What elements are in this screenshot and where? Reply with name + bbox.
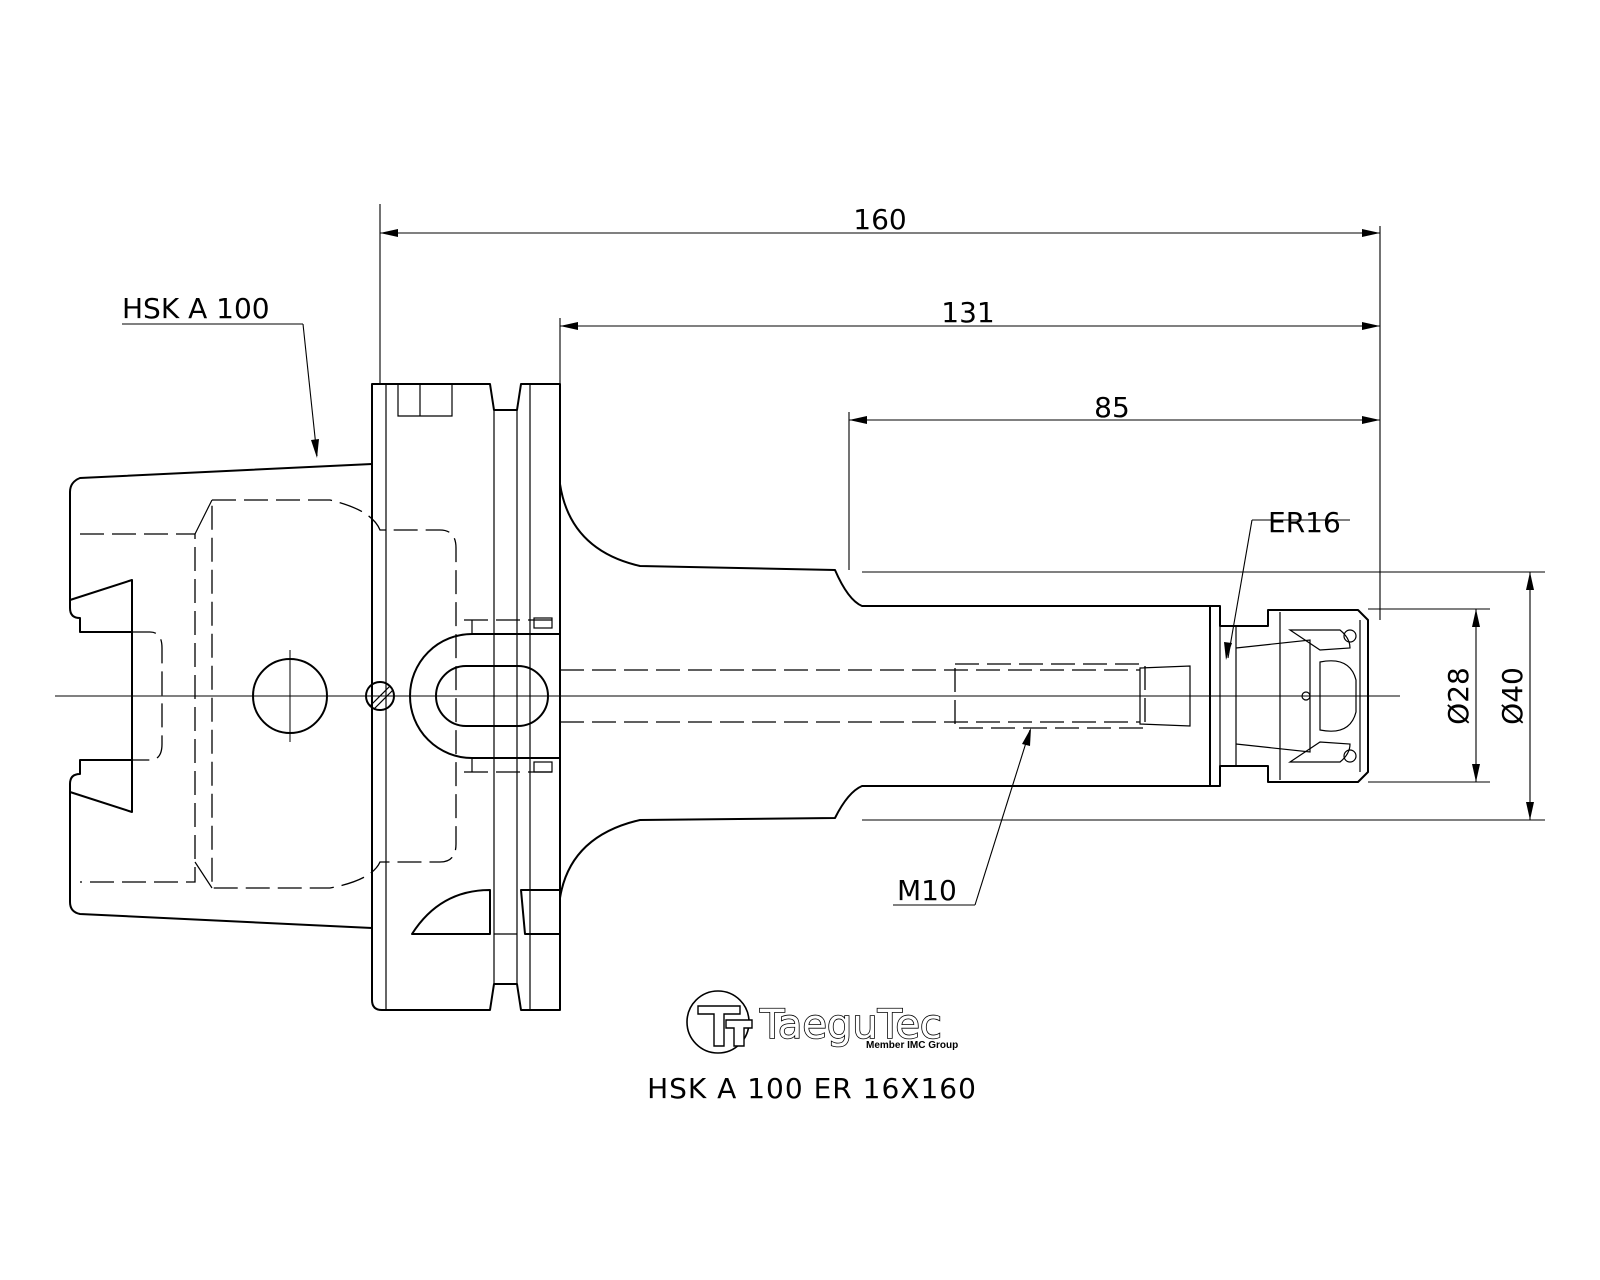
taegutec-emblem-icon bbox=[686, 990, 753, 1054]
logo-brand-name: TaeguTec bbox=[759, 1002, 942, 1048]
dim-label-diameter-40: Ø40 bbox=[1496, 667, 1529, 725]
dim-label-diameter-28: Ø28 bbox=[1442, 667, 1475, 725]
dim-label-160: 160 bbox=[853, 203, 906, 236]
dim-label-131: 131 bbox=[941, 296, 994, 329]
callout-thread-m10: M10 bbox=[897, 874, 957, 907]
tool-body bbox=[559, 483, 1369, 899]
flange bbox=[371, 383, 561, 1011]
drawing-title: HSK A 100 ER 16X160 bbox=[647, 1072, 977, 1105]
dim-label-85: 85 bbox=[1094, 391, 1130, 424]
callout-collet-er16: ER16 bbox=[1268, 506, 1341, 539]
dimension-lines bbox=[122, 204, 1545, 906]
hsk-taper-shank bbox=[69, 463, 457, 929]
taegutec-logo: TaeguTec Member IMC Group bbox=[686, 990, 958, 1054]
logo-tagline: Member IMC Group bbox=[866, 1040, 958, 1051]
callout-hsk-taper: HSK A 100 bbox=[122, 292, 270, 325]
